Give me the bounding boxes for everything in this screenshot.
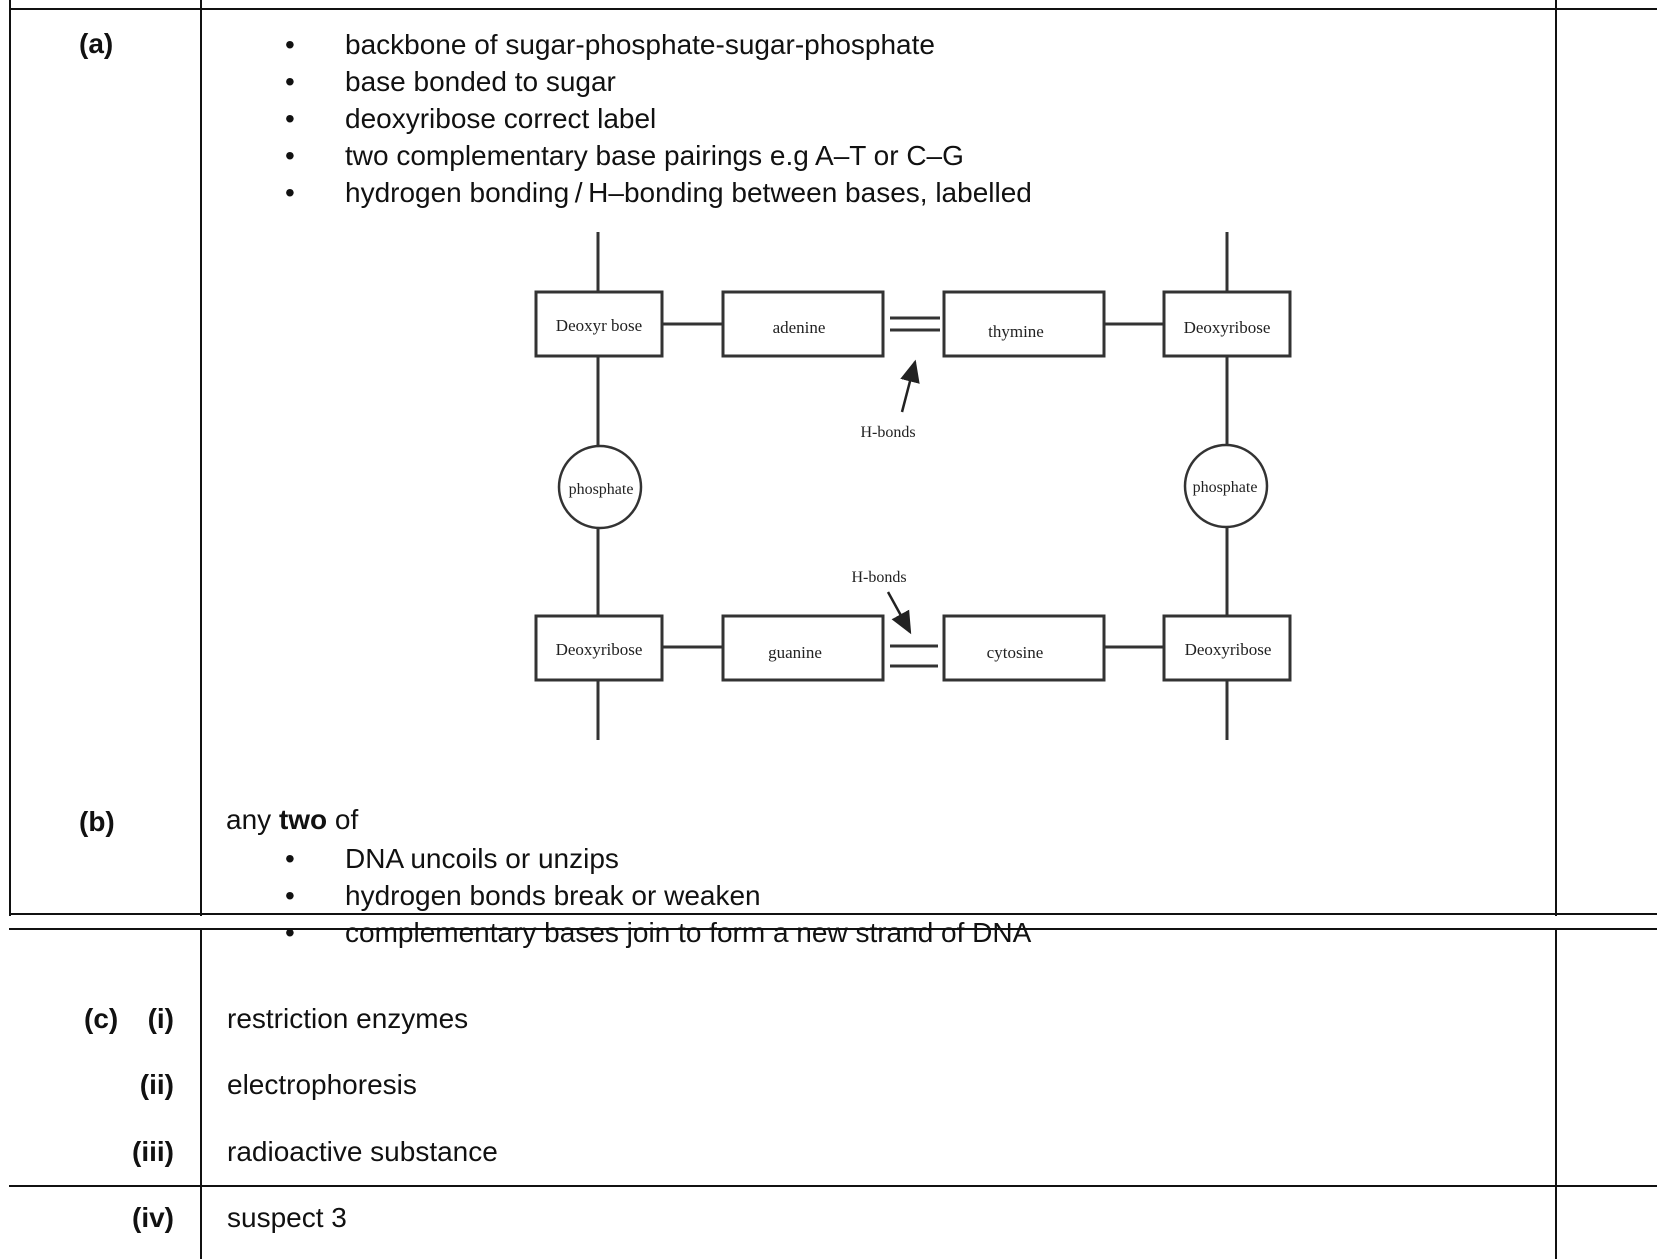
thymine-box: [942, 290, 1106, 358]
dna-structure-diagram: Deoxyr bose adenine thymine Deoxyribose …: [534, 232, 1292, 740]
mark-point: hydrogen bonds break or weaken: [285, 877, 1031, 914]
part-c-label: (c): [84, 1003, 119, 1034]
mark-point: deoxyribose correct label: [285, 100, 1032, 137]
diagram-label: phosphate: [569, 481, 634, 498]
cytosine-box: [942, 614, 1106, 682]
column-divider-lower: [200, 928, 202, 1259]
diagram-label: H-bonds: [851, 569, 906, 586]
phosphate-circle-right: [1183, 443, 1269, 529]
column-divider-upper: [200, 0, 202, 916]
mark-point: DNA uncoils or unzips: [285, 840, 1031, 877]
diagram-label: guanine: [768, 643, 822, 662]
part-c-sub-label: (iii): [132, 1136, 174, 1167]
part-c-answer: suspect 3: [227, 1202, 347, 1233]
part-b-intro-prefix: any: [226, 804, 279, 835]
part-c-sub-label: (iv): [132, 1202, 174, 1233]
table-top-border: [9, 8, 1657, 10]
part-c-answer: restriction enzymes: [227, 1003, 469, 1034]
table-left-border: [9, 0, 11, 916]
diagram-label: adenine: [773, 318, 826, 337]
part-a-label: (a): [79, 28, 114, 59]
arrow-icon: [886, 591, 912, 635]
part-c-answer: radioactive substance: [227, 1136, 498, 1167]
diagram-label: Deoxyr bose: [556, 316, 642, 335]
table-right-border-lower: [1555, 928, 1557, 1259]
table-right-border-upper: [1555, 0, 1557, 916]
diagram-label: Deoxyribose: [1185, 640, 1272, 659]
part-c-sub-label: (ii): [139, 1069, 174, 1100]
mark-point: complementary bases join to form a new s…: [285, 914, 1031, 951]
mark-point: backbone of sugar-phosphate-sugar-phosph…: [285, 26, 1032, 63]
guanine-box: [721, 614, 885, 682]
diagram-label: Deoxyribose: [556, 640, 643, 659]
diagram-label: thymine: [988, 322, 1044, 341]
mark-point: hydrogen bonding / H–bonding between bas…: [285, 174, 1032, 211]
part-b-mark-points: DNA uncoils or unzips hydrogen bonds bre…: [285, 840, 1031, 951]
diagram-label: phosphate: [1193, 479, 1258, 496]
lower-block-bottom-border: [9, 1185, 1657, 1187]
diagram-label: Deoxyribose: [1184, 318, 1271, 337]
mark-point: base bonded to sugar: [285, 63, 1032, 100]
part-b-intro: any two of: [226, 804, 358, 836]
part-b-label: (b): [79, 806, 115, 837]
part-b-intro-suffix: of: [327, 804, 359, 835]
adenine-box: [721, 290, 885, 358]
deoxyribose-box-top-left: [534, 290, 664, 358]
part-c-sub-label: (i): [147, 1003, 174, 1034]
mark-point: two complementary base pairings e.g A–T …: [285, 137, 1032, 174]
diagram-label: H-bonds: [860, 424, 915, 441]
part-a-mark-points: backbone of sugar-phosphate-sugar-phosph…: [285, 26, 1032, 211]
part-c-answer: electrophoresis: [227, 1069, 417, 1100]
phosphate-circle-left: [557, 444, 643, 530]
deoxyribose-box-bottom-right: [1162, 614, 1292, 682]
deoxyribose-box-bottom-left: [534, 614, 664, 682]
arrow-icon: [900, 359, 920, 413]
part-b-intro-emphasis: two: [278, 804, 328, 835]
deoxyribose-box-top-right: [1162, 290, 1292, 358]
diagram-label: cytosine: [987, 643, 1044, 662]
